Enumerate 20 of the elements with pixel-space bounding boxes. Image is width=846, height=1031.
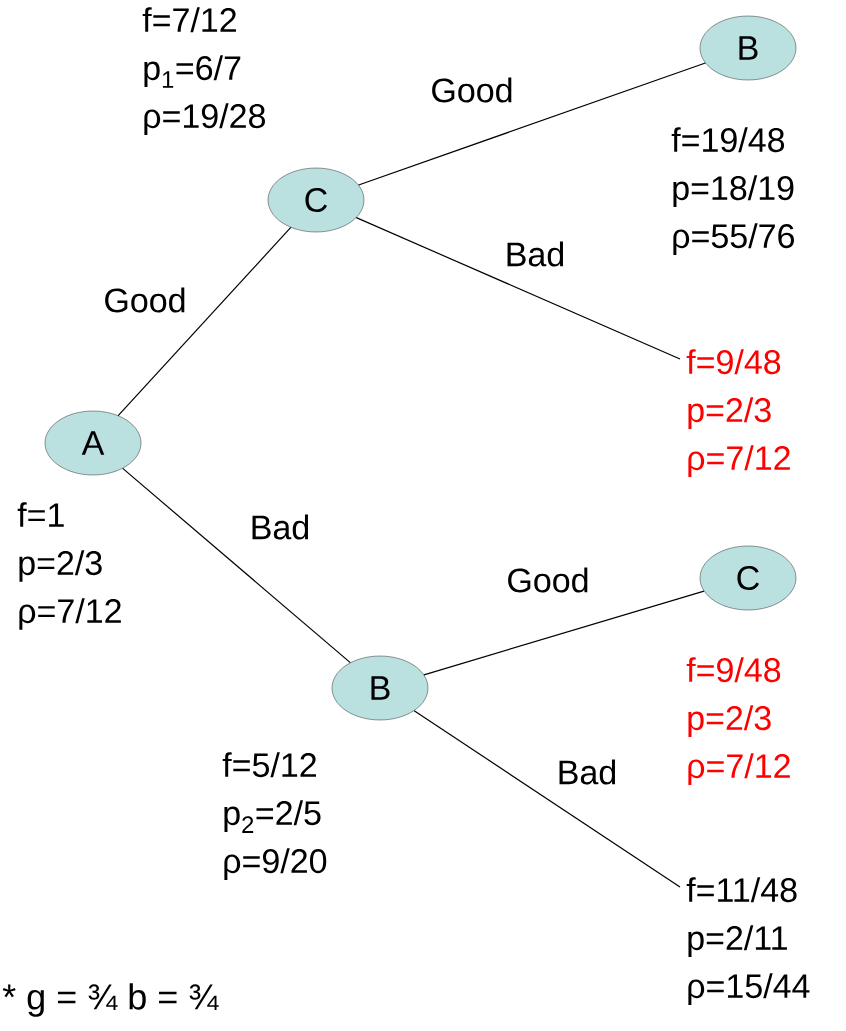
branch-line xyxy=(355,217,681,360)
branch-line xyxy=(122,467,351,664)
note-text: * g = ¾ b = ¾ xyxy=(2,983,219,1017)
edge-label: Bad xyxy=(252,514,309,540)
stats-text: f=11/48 p=2/11 ρ=15/44 xyxy=(686,877,810,1005)
edge-label: Good xyxy=(432,77,512,103)
edge-label: Good xyxy=(508,567,588,593)
stats-text: f=5/12 p$_{2}$=2/5 ρ=9/20 xyxy=(222,752,327,880)
stats-text: f=1 p=2/3 ρ=7/12 xyxy=(17,502,121,630)
edge-label: Bad xyxy=(559,759,616,785)
branch-line xyxy=(358,62,706,186)
edge-label: Bad xyxy=(507,241,564,267)
stats-text: f=9/48 p=2/3 ρ=7/12 xyxy=(686,657,790,785)
branch-line xyxy=(413,710,681,888)
stats-text: f=19/48 p=18/19 ρ=55/76 xyxy=(671,127,794,255)
branch-line xyxy=(117,226,292,417)
stats-text: f=9/48 p=2/3 ρ=7/12 xyxy=(686,349,790,477)
edge-label: Good xyxy=(105,287,185,313)
branch-line xyxy=(423,590,705,676)
stats-text: f=7/12 p$_{1}$=6/7 ρ=19/28 xyxy=(142,7,265,135)
